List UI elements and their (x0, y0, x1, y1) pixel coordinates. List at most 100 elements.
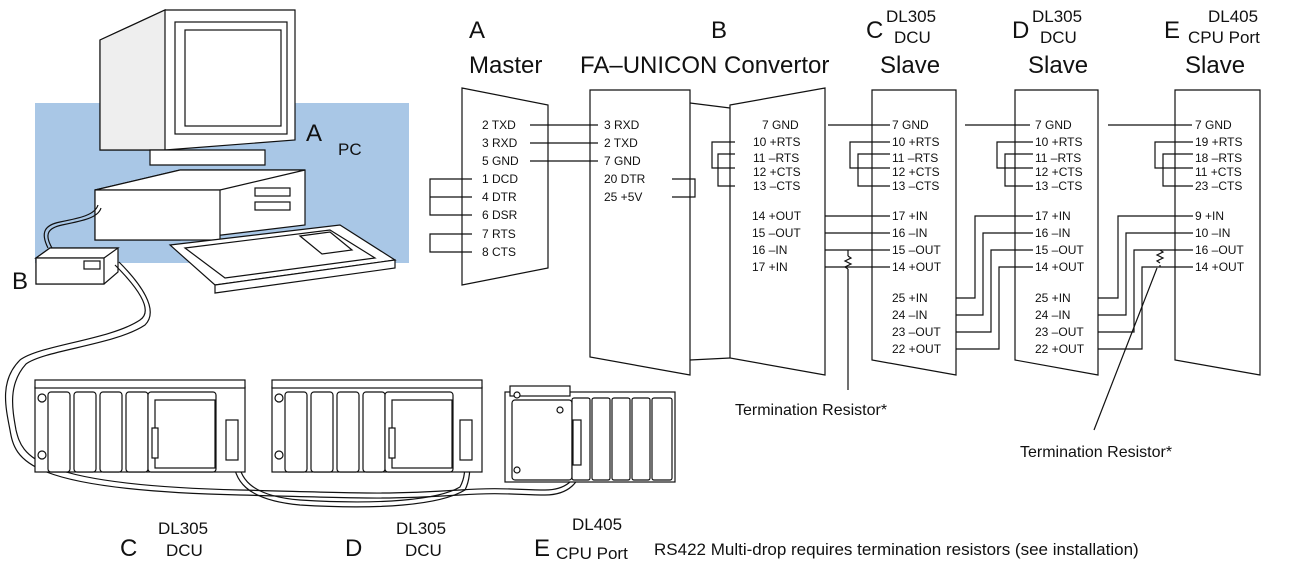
pin-label: 11 –RTS (1035, 151, 1081, 165)
plc-rack-d (271, 379, 483, 473)
pin-label: 3 RXD (604, 118, 640, 132)
pin-label: 19 +RTS (1195, 135, 1242, 149)
network-cable (4, 261, 581, 508)
pin-label: 22 +OUT (1035, 342, 1085, 356)
pin-label: 16 –IN (752, 243, 787, 257)
pin-label: 25 +IN (1035, 291, 1071, 305)
header-e-model: DL405 (1208, 7, 1258, 26)
pin-label: 23 –CTS (1195, 179, 1242, 193)
bottom-letter-d: D (345, 535, 362, 562)
pin-label: 17 +IN (1035, 209, 1071, 223)
pin-label: 12 +CTS (753, 165, 801, 179)
header-a-letter: A (469, 17, 485, 44)
header-d-title: Slave (1028, 52, 1088, 79)
bottom-note: RS422 Multi-drop requires termination re… (654, 540, 1139, 559)
pin-label: 5 GND (482, 154, 519, 168)
pin-label: 8 CTS (482, 245, 516, 259)
pin-label: 11 –RTS (753, 151, 799, 165)
connector-d (1014, 89, 1099, 376)
pin-label: 24 –IN (892, 308, 927, 322)
pin-label: 10 +RTS (753, 135, 800, 149)
pin-label: 7 RTS (482, 227, 516, 241)
header-c-letter: C (866, 17, 883, 44)
pin-label: 7 GND (604, 154, 641, 168)
pin-label: 10 +RTS (892, 135, 939, 149)
pin-label: 13 –CTS (892, 179, 939, 193)
pin-label: 24 –IN (1035, 308, 1070, 322)
pin-label: 23 –OUT (1035, 325, 1084, 339)
header-b-letter: B (711, 17, 727, 44)
connector-c (871, 89, 957, 376)
connector-convertor-left (589, 89, 691, 376)
pin-label: 25 +5V (604, 190, 642, 204)
header-d-letter: D (1012, 17, 1029, 44)
pin-label: 15 –OUT (892, 243, 941, 257)
wiring (429, 124, 1193, 431)
bottom-model-c: DL305 (158, 519, 208, 538)
pin-label: 14 +OUT (1195, 260, 1245, 274)
header-a-title: Master (469, 52, 542, 79)
connector-e (1174, 89, 1261, 376)
pin-label: 12 +CTS (1035, 165, 1083, 179)
header-c-title: Slave (880, 52, 940, 79)
bottom-unit-d: DCU (405, 541, 442, 560)
header-c-model: DL305 (886, 7, 936, 26)
pin-label: 22 +OUT (892, 342, 942, 356)
pin-label: 7 GND (1035, 118, 1072, 132)
connector-outlines (461, 87, 1261, 376)
header-e-title: Slave (1185, 52, 1245, 79)
pin-label: 17 +IN (752, 260, 788, 274)
pin-label: 12 +CTS (892, 165, 940, 179)
pin-label: 6 DSR (482, 208, 518, 222)
header-c-unit: DCU (894, 28, 931, 47)
pin-label: 15 –OUT (752, 226, 801, 240)
pin-label: 11 +CTS (1195, 165, 1242, 179)
pin-label: 13 –CTS (1035, 179, 1082, 193)
pin-label: 10 –IN (1195, 226, 1230, 240)
pin-label: 14 +OUT (1035, 260, 1085, 274)
pin-label: 13 –CTS (753, 179, 800, 193)
termination-label-2: Termination Resistor* (1020, 444, 1172, 461)
pin-label: 15 –OUT (1035, 243, 1084, 257)
pin-label: 16 –IN (1035, 226, 1070, 240)
pin-label: 17 +IN (892, 209, 928, 223)
header-b-title: FA–UNICON Convertor (580, 52, 829, 79)
pc-label: PC (338, 140, 362, 159)
connector-convertor-right (729, 87, 826, 376)
pc-letter-a: A (306, 120, 322, 147)
connector-master (461, 87, 549, 286)
pin-label: 4 DTR (482, 190, 517, 204)
pin-label: 23 –OUT (892, 325, 941, 339)
pin-label: 25 +IN (892, 291, 928, 305)
pin-label: 7 GND (892, 118, 929, 132)
header-d-unit: DCU (1040, 28, 1077, 47)
header-e-letter: E (1164, 17, 1180, 44)
bottom-model-d: DL305 (396, 519, 446, 538)
pc-illustration (34, 9, 409, 294)
pin-label: 16 –OUT (1195, 243, 1244, 257)
header-e-unit: CPU Port (1188, 28, 1260, 47)
plc-rack-e (504, 385, 676, 483)
pin-label: 11 –RTS (892, 151, 938, 165)
pin-label: 14 +OUT (892, 260, 942, 274)
bottom-letter-e: E (534, 535, 550, 562)
termination-label-1: Termination Resistor* (735, 402, 887, 419)
pin-label: 18 –RTS (1195, 151, 1242, 165)
bottom-unit-c: DCU (166, 541, 203, 560)
pin-label: 14 +OUT (752, 209, 802, 223)
pin-label: 7 GND (762, 118, 799, 132)
pin-label: 16 –IN (892, 226, 927, 240)
pin-label: 3 RXD (482, 136, 518, 150)
plc-rack-c (34, 379, 246, 473)
bottom-model-e: DL405 (572, 515, 622, 534)
pin-label: 7 GND (1195, 118, 1232, 132)
bottom-letter-c: C (120, 535, 137, 562)
pin-label: 2 TXD (604, 136, 638, 150)
convertor-letter-b: B (12, 268, 28, 295)
